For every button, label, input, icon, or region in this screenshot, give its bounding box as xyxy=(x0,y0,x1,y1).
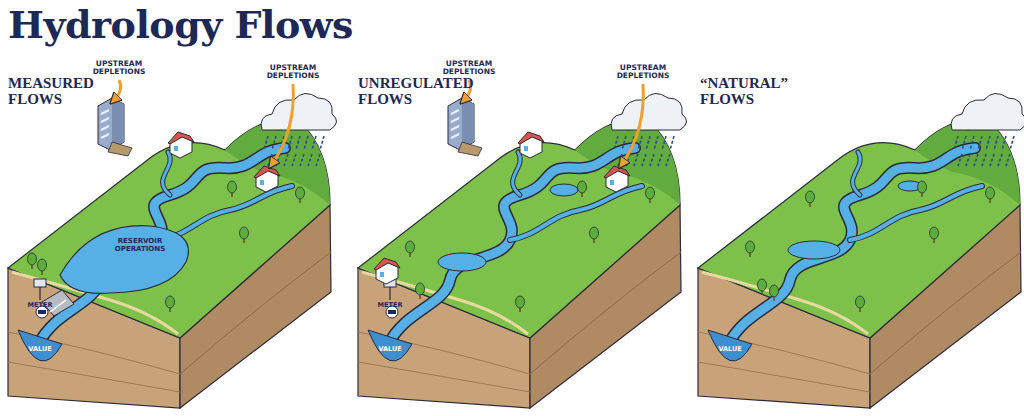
meter-symbol xyxy=(384,279,398,318)
callout-label: VALUE xyxy=(20,346,60,353)
tree xyxy=(406,241,415,257)
tree xyxy=(746,241,755,257)
house xyxy=(604,166,630,192)
tree xyxy=(240,227,249,243)
tree xyxy=(986,187,995,203)
tree xyxy=(516,296,525,312)
river xyxy=(368,148,642,361)
tree xyxy=(918,181,927,197)
lake xyxy=(550,184,578,196)
tree xyxy=(646,187,655,203)
rain-cloud xyxy=(951,93,1024,166)
lake xyxy=(788,241,840,259)
leader-arrow xyxy=(622,84,643,164)
city-building xyxy=(448,98,482,156)
rain-cloud xyxy=(261,93,336,166)
river xyxy=(18,148,292,361)
callout-label: VALUE xyxy=(370,346,410,353)
natural-panel xyxy=(698,93,1024,408)
leader-arrow xyxy=(114,80,121,100)
tree xyxy=(770,285,779,301)
reservoir xyxy=(60,226,188,294)
land-block xyxy=(698,115,1021,408)
meter-symbol xyxy=(34,279,48,318)
tree xyxy=(856,296,865,312)
unregulated-panel xyxy=(358,80,687,408)
measured-panel xyxy=(8,80,337,408)
house xyxy=(518,132,544,158)
tree xyxy=(38,259,47,275)
panel-heading: MEASURED FLOWS xyxy=(8,76,118,108)
house xyxy=(374,258,400,284)
leader-arrow xyxy=(272,84,293,164)
lake xyxy=(438,253,486,271)
callout-label: VALUE xyxy=(710,346,750,353)
callout-label: UPSTREAM DEPLETIONS xyxy=(88,60,150,77)
callout-label: UPSTREAM DEPLETIONS xyxy=(438,60,500,77)
tree xyxy=(590,227,599,243)
river xyxy=(708,148,982,361)
callout-label: UPSTREAM DEPLETIONS xyxy=(612,64,674,81)
house xyxy=(168,132,194,158)
land-block xyxy=(8,115,331,408)
tree xyxy=(806,191,815,207)
callout-label: METER xyxy=(22,302,58,309)
city-building xyxy=(98,98,132,156)
callout-label: METER xyxy=(372,302,408,309)
rain-cloud xyxy=(611,93,686,166)
dam-spill xyxy=(50,300,66,312)
diagram-title: Hydrology Flows xyxy=(8,2,353,47)
panel-heading: UNREGULATED FLOWS xyxy=(358,76,488,108)
callout-label: UPSTREAM DEPLETIONS xyxy=(262,64,324,81)
tree xyxy=(166,296,175,312)
land-block xyxy=(358,115,681,408)
tree xyxy=(296,187,305,203)
tree xyxy=(416,283,425,299)
tree xyxy=(578,181,587,197)
tree xyxy=(28,253,37,269)
callout-label: RESERVOIR OPERATIONS xyxy=(105,238,175,253)
house xyxy=(254,166,280,192)
panel-heading: “NATURAL” FLOWS xyxy=(700,76,810,108)
tree xyxy=(228,181,237,197)
tree xyxy=(930,227,939,243)
tree xyxy=(758,279,767,295)
